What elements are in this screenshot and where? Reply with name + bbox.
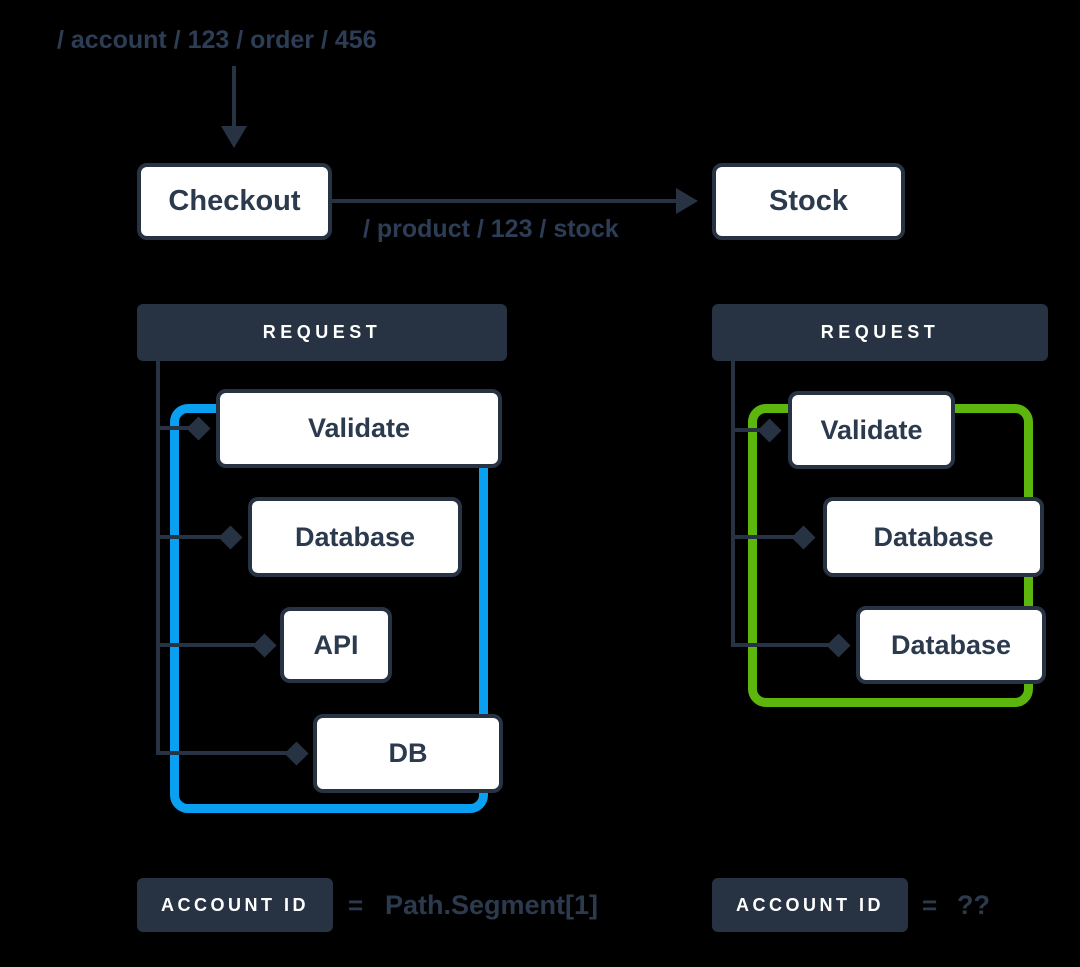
span-label: Database xyxy=(873,521,994,552)
checkout-node: Checkout xyxy=(137,163,332,240)
right-span-database-2: Database xyxy=(856,606,1046,684)
span-label: Database xyxy=(890,629,1012,660)
span-label: DB xyxy=(388,738,428,768)
connector-line xyxy=(156,426,200,430)
connector-line xyxy=(156,643,266,647)
right-span-database-1: Database xyxy=(823,497,1044,577)
down-arrow-icon xyxy=(221,126,247,148)
left-trace-trunk-line xyxy=(156,361,160,753)
badge-label: ACCOUNT ID xyxy=(736,894,884,915)
left-span-validate: Validate xyxy=(216,389,502,468)
left-span-api: API xyxy=(280,607,392,683)
incoming-path-label: / account / 123 / order / 456 xyxy=(57,26,377,54)
left-span-db: DB xyxy=(313,714,503,793)
connector-line xyxy=(156,751,298,755)
connector-line xyxy=(731,428,771,432)
span-label: Validate xyxy=(307,413,411,443)
badge-label: ACCOUNT ID xyxy=(161,894,309,915)
connector-line xyxy=(731,643,840,647)
stock-node-label: Stock xyxy=(769,185,848,217)
span-label: API xyxy=(313,629,359,660)
left-span-database: Database xyxy=(248,497,462,577)
checkout-node-label: Checkout xyxy=(168,185,301,217)
span-label: Validate xyxy=(820,414,923,445)
left-account-id-badge: ACCOUNT ID xyxy=(137,878,333,932)
left-request-header-label: REQUEST xyxy=(262,322,382,342)
stock-node: Stock xyxy=(712,163,905,240)
left-account-id-value: Path.Segment[1] xyxy=(385,889,599,920)
span-label: Database xyxy=(294,521,416,552)
right-arrow-icon xyxy=(676,188,698,214)
right-equals-sign: = xyxy=(922,889,938,920)
right-request-header: REQUEST xyxy=(712,304,1048,361)
request-arrow-line xyxy=(332,199,678,203)
right-trace-trunk-line xyxy=(731,361,735,647)
outgoing-path-label: / product / 123 / stock xyxy=(363,215,619,243)
right-account-id-value: ?? xyxy=(957,889,990,920)
connector-line xyxy=(731,535,805,539)
left-equals-sign: = xyxy=(348,889,364,920)
connector-line xyxy=(156,535,232,539)
down-arrow-line xyxy=(232,66,236,128)
right-request-header-label: REQUEST xyxy=(820,322,940,342)
left-request-header: REQUEST xyxy=(137,304,507,361)
right-span-validate: Validate xyxy=(788,391,955,469)
right-account-id-badge: ACCOUNT ID xyxy=(712,878,908,932)
